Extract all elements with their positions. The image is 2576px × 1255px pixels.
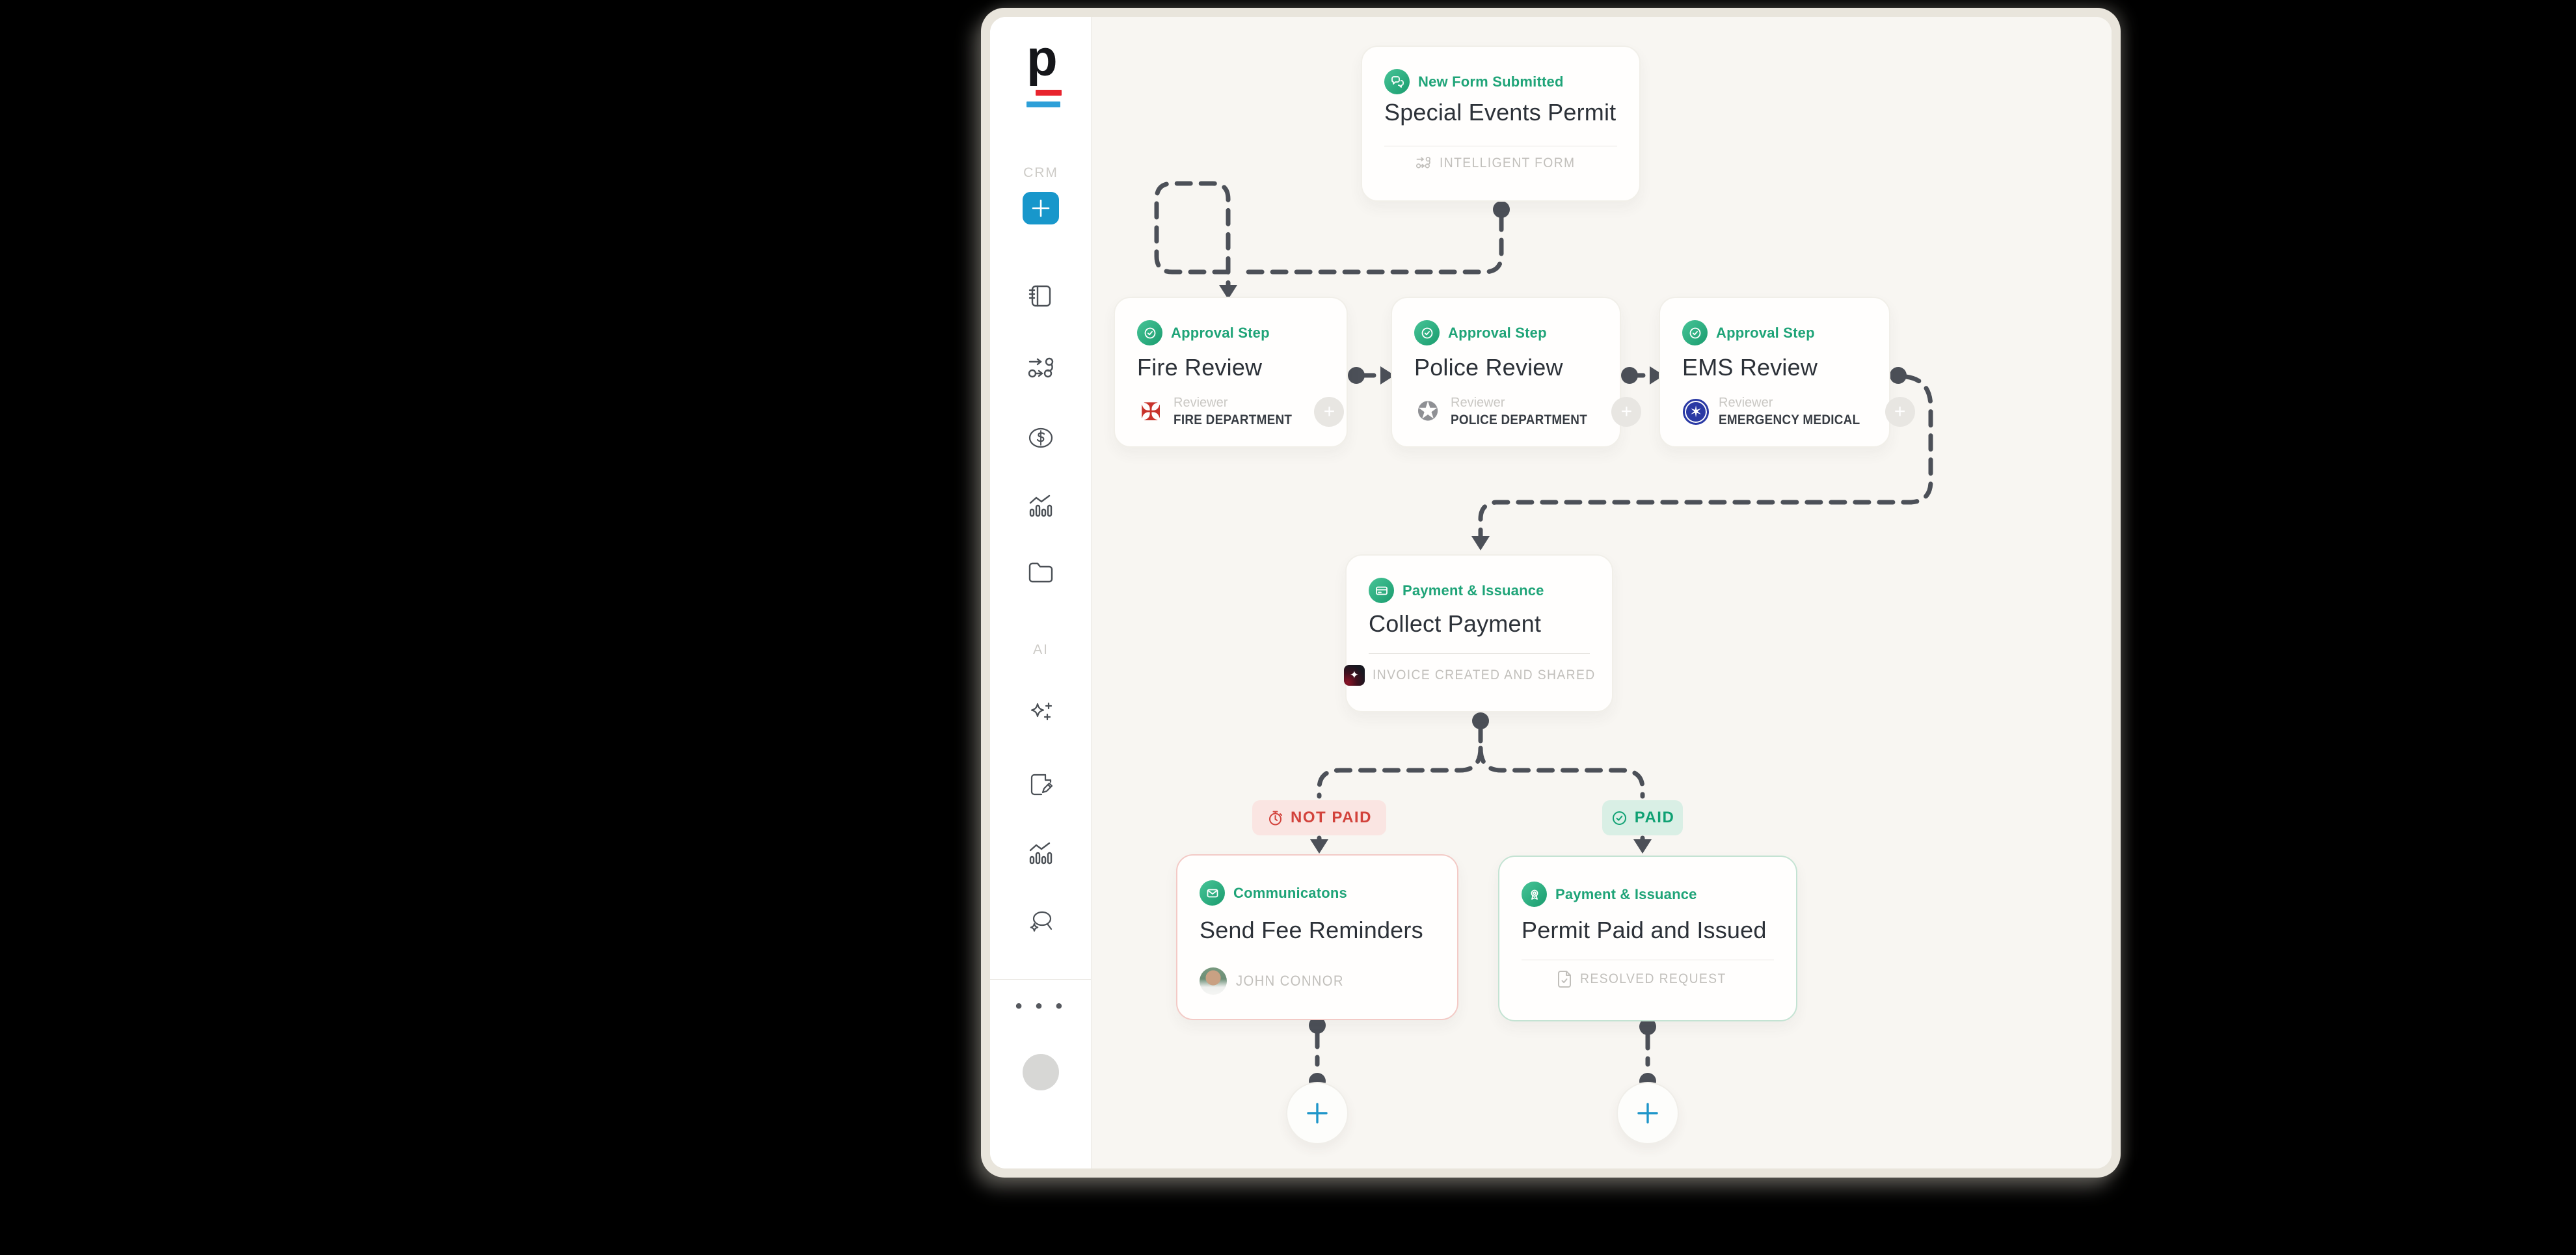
workflow-icon	[1026, 354, 1056, 384]
check-circle-icon	[1414, 320, 1440, 345]
bar-chart-icon	[1026, 493, 1056, 522]
workflow-connectors	[1154, 181, 1933, 1090]
sidebar-item-files[interactable]	[1023, 556, 1059, 589]
sidebar-section-crm: CRM	[1023, 165, 1058, 180]
node-police-review[interactable]: Approval Step Police Review ✪ Reviewer P…	[1391, 297, 1642, 448]
node-category: Payment & Issuance	[1555, 885, 1697, 902]
document-check-icon	[1557, 970, 1572, 988]
node-category: New Form Submitted	[1418, 73, 1564, 90]
ems-star-of-life-badge: ✶	[1682, 398, 1710, 425]
john-connor-avatar	[1200, 967, 1227, 995]
workflow-icon	[1415, 155, 1432, 172]
sidebar-section-ai: AI	[1033, 642, 1049, 657]
sparkle-plus-icon	[1026, 699, 1056, 729]
branch-badge-label: NOT PAID	[1291, 809, 1372, 826]
assignee-name: JOHN CONNOR	[1236, 973, 1344, 989]
award-icon	[1522, 882, 1547, 907]
node-title: Collect Payment	[1369, 610, 1542, 637]
user-avatar[interactable]	[1022, 1054, 1059, 1090]
reviewer-name: EMERGENCY MEDICAL	[1719, 412, 1860, 427]
chat-bubbles-icon	[1384, 69, 1410, 94]
logo-red-bar-icon	[1036, 90, 1062, 96]
node-collect-payment[interactable]: Payment & Issuance Collect Payment ✦ INV…	[1343, 554, 1613, 712]
sidebar-item-records[interactable]	[1023, 280, 1059, 312]
sidebar-item-create[interactable]	[1022, 192, 1059, 224]
node-category: Approval Step	[1448, 324, 1547, 341]
node-permit-paid-issued[interactable]: Payment & Issuance Permit Paid and Issue…	[1498, 856, 1797, 1021]
node-category: Approval Step	[1171, 324, 1270, 341]
reviewer-name: FIRE DEPARTMENT	[1174, 412, 1293, 427]
folder-icon	[1026, 558, 1056, 587]
notebook-icon	[1026, 282, 1055, 310]
credit-card-icon	[1369, 578, 1394, 603]
node-title: EMS Review	[1682, 354, 1818, 381]
sidebar: p CRM	[990, 17, 1092, 1168]
app-surface: p CRM	[990, 17, 2112, 1168]
workflow-canvas[interactable]: New Form Submitted Special Events Permit…	[1092, 17, 2112, 1168]
branch-badge-paid: PAID	[1602, 800, 1683, 835]
add-step-button-right[interactable]	[1617, 1082, 1679, 1144]
plus-icon	[1303, 1099, 1332, 1127]
stopwatch-icon	[1267, 809, 1284, 827]
reviewer-label: Reviewer	[1451, 396, 1505, 410]
add-reviewer-button[interactable]: +	[1611, 397, 1642, 427]
sidebar-divider	[990, 979, 1092, 980]
plus-icon	[1633, 1099, 1662, 1127]
node-title: Fire Review	[1137, 354, 1263, 381]
fire-department-badge: ✠	[1140, 398, 1161, 426]
app-window: p CRM	[981, 8, 2121, 1178]
node-footer-label: INTELLIGENT FORM	[1439, 155, 1576, 170]
add-step-button-left[interactable]	[1286, 1082, 1348, 1144]
node-title: Send Fee Reminders	[1200, 917, 1423, 943]
plus-icon	[1030, 197, 1052, 219]
logo-letter: p	[1026, 29, 1058, 87]
logo-blue-bar-icon	[1026, 101, 1060, 107]
sidebar-item-ai-chat[interactable]	[1023, 906, 1059, 938]
node-footer-label: INVOICE CREATED AND SHARED	[1372, 668, 1596, 682]
check-circle-icon	[1611, 809, 1628, 827]
node-divider	[1369, 653, 1590, 654]
node-title: Police Review	[1414, 354, 1563, 381]
node-fire-review[interactable]: Approval Step Fire Review ✠ Reviewer FIR…	[1114, 297, 1348, 448]
bar-chart-icon	[1026, 840, 1056, 870]
sidebar-item-payments[interactable]	[1023, 422, 1059, 454]
check-circle-icon	[1682, 320, 1708, 345]
sidebar-item-workflows[interactable]	[1023, 353, 1059, 385]
police-badge: ✪	[1417, 397, 1439, 427]
node-category: Approval Step	[1716, 324, 1815, 341]
sidebar-item-ai-drafts[interactable]	[1023, 769, 1059, 802]
sidebar-item-ai-insights[interactable]	[1023, 839, 1059, 871]
branch-badge-not-paid: NOT PAID	[1252, 800, 1386, 835]
sidebar-item-ai-assist[interactable]	[1023, 697, 1059, 730]
invoice-app-icon: ✦	[1343, 665, 1365, 686]
reviewer-label: Reviewer	[1174, 396, 1228, 410]
node-category: Payment & Issuance	[1402, 582, 1544, 599]
sidebar-item-reports[interactable]	[1023, 491, 1059, 524]
node-special-events-permit[interactable]: New Form Submitted Special Events Permit…	[1361, 46, 1641, 202]
document-edit-icon	[1026, 770, 1056, 800]
add-reviewer-button[interactable]: +	[1314, 397, 1345, 427]
chat-sparkle-icon	[1026, 907, 1056, 937]
reviewer-label: Reviewer	[1719, 396, 1773, 410]
dollar-icon	[1026, 423, 1056, 453]
node-footer-label: RESOLVED REQUEST	[1579, 971, 1726, 986]
node-title: Special Events Permit	[1384, 99, 1617, 126]
reviewer-name: POLICE DEPARTMENT	[1451, 412, 1588, 427]
branch-badge-label: PAID	[1634, 809, 1675, 826]
node-send-fee-reminders[interactable]: Communicatons Send Fee Reminders JOHN CO…	[1176, 854, 1458, 1020]
add-reviewer-button[interactable]: +	[1885, 397, 1915, 427]
node-category: Communicatons	[1233, 884, 1347, 901]
check-circle-icon	[1137, 320, 1162, 345]
app-logo: p	[1026, 29, 1063, 107]
node-ems-review[interactable]: Approval Step EMS Review ✶ Reviewer EMER…	[1659, 297, 1915, 448]
ellipsis-icon[interactable]: • • •	[1015, 995, 1067, 1017]
node-title: Permit Paid and Issued	[1522, 917, 1767, 943]
envelope-icon	[1200, 880, 1225, 906]
